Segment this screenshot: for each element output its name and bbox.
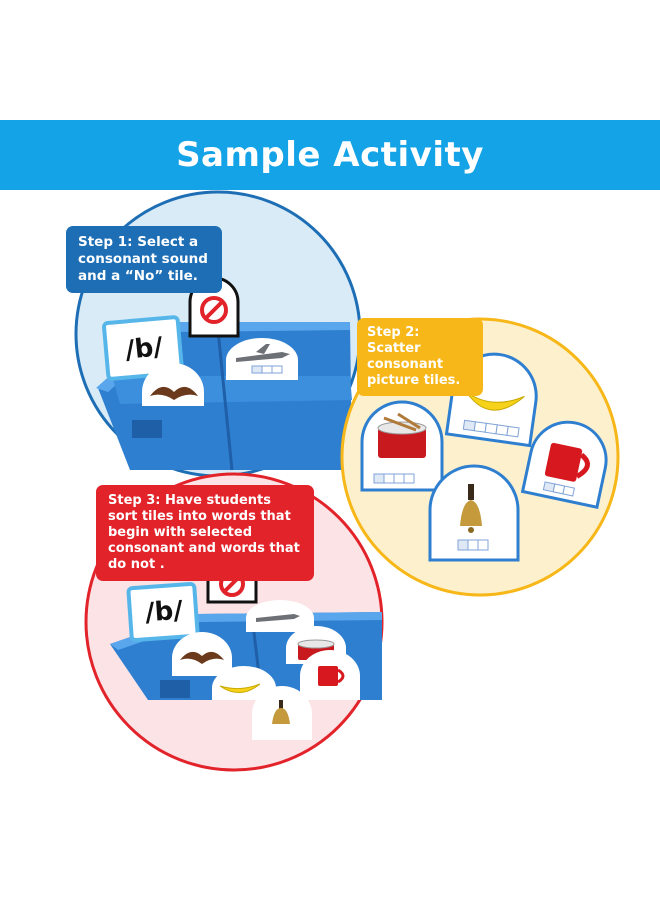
step2-scene — [340, 317, 620, 597]
sound-card-text-2: /b/ — [144, 595, 184, 629]
bell-icon — [272, 700, 290, 724]
step2-label: Step 2: Scatter consonant picture tiles. — [357, 318, 483, 396]
sound-card-2 — [126, 582, 200, 642]
no-sign-icon — [200, 296, 228, 324]
mug-tile — [520, 420, 608, 510]
bat-tile-2 — [172, 632, 232, 676]
airplane-tile — [226, 338, 298, 380]
bat-icon — [180, 651, 224, 664]
airplane-tile-2 — [246, 600, 314, 632]
sound-card — [102, 315, 184, 381]
mug-tile-2 — [300, 650, 360, 700]
step1-label: Step 1: Select a consonant sound and a “… — [66, 226, 222, 293]
bat-tile — [142, 363, 204, 406]
page-title: Sample Activity — [176, 135, 484, 175]
banana-icon — [219, 683, 261, 693]
banana-tile-2 — [212, 666, 276, 700]
title-banner: Sample Activity — [0, 120, 660, 190]
airplane-icon — [236, 344, 290, 362]
bell-icon — [460, 484, 482, 533]
bat-icon — [150, 386, 198, 400]
drum-tile — [360, 400, 444, 492]
sound-card-text: /b/ — [123, 332, 165, 366]
drum-icon — [377, 412, 427, 458]
mug-icon — [544, 442, 590, 482]
bell-tile-2 — [252, 686, 312, 740]
bell-tile — [428, 464, 520, 562]
mug-icon — [318, 666, 345, 686]
airplane-icon — [256, 614, 300, 622]
step3-label: Step 3: Have students sort tiles into wo… — [96, 485, 314, 581]
banana-icon — [466, 391, 525, 411]
